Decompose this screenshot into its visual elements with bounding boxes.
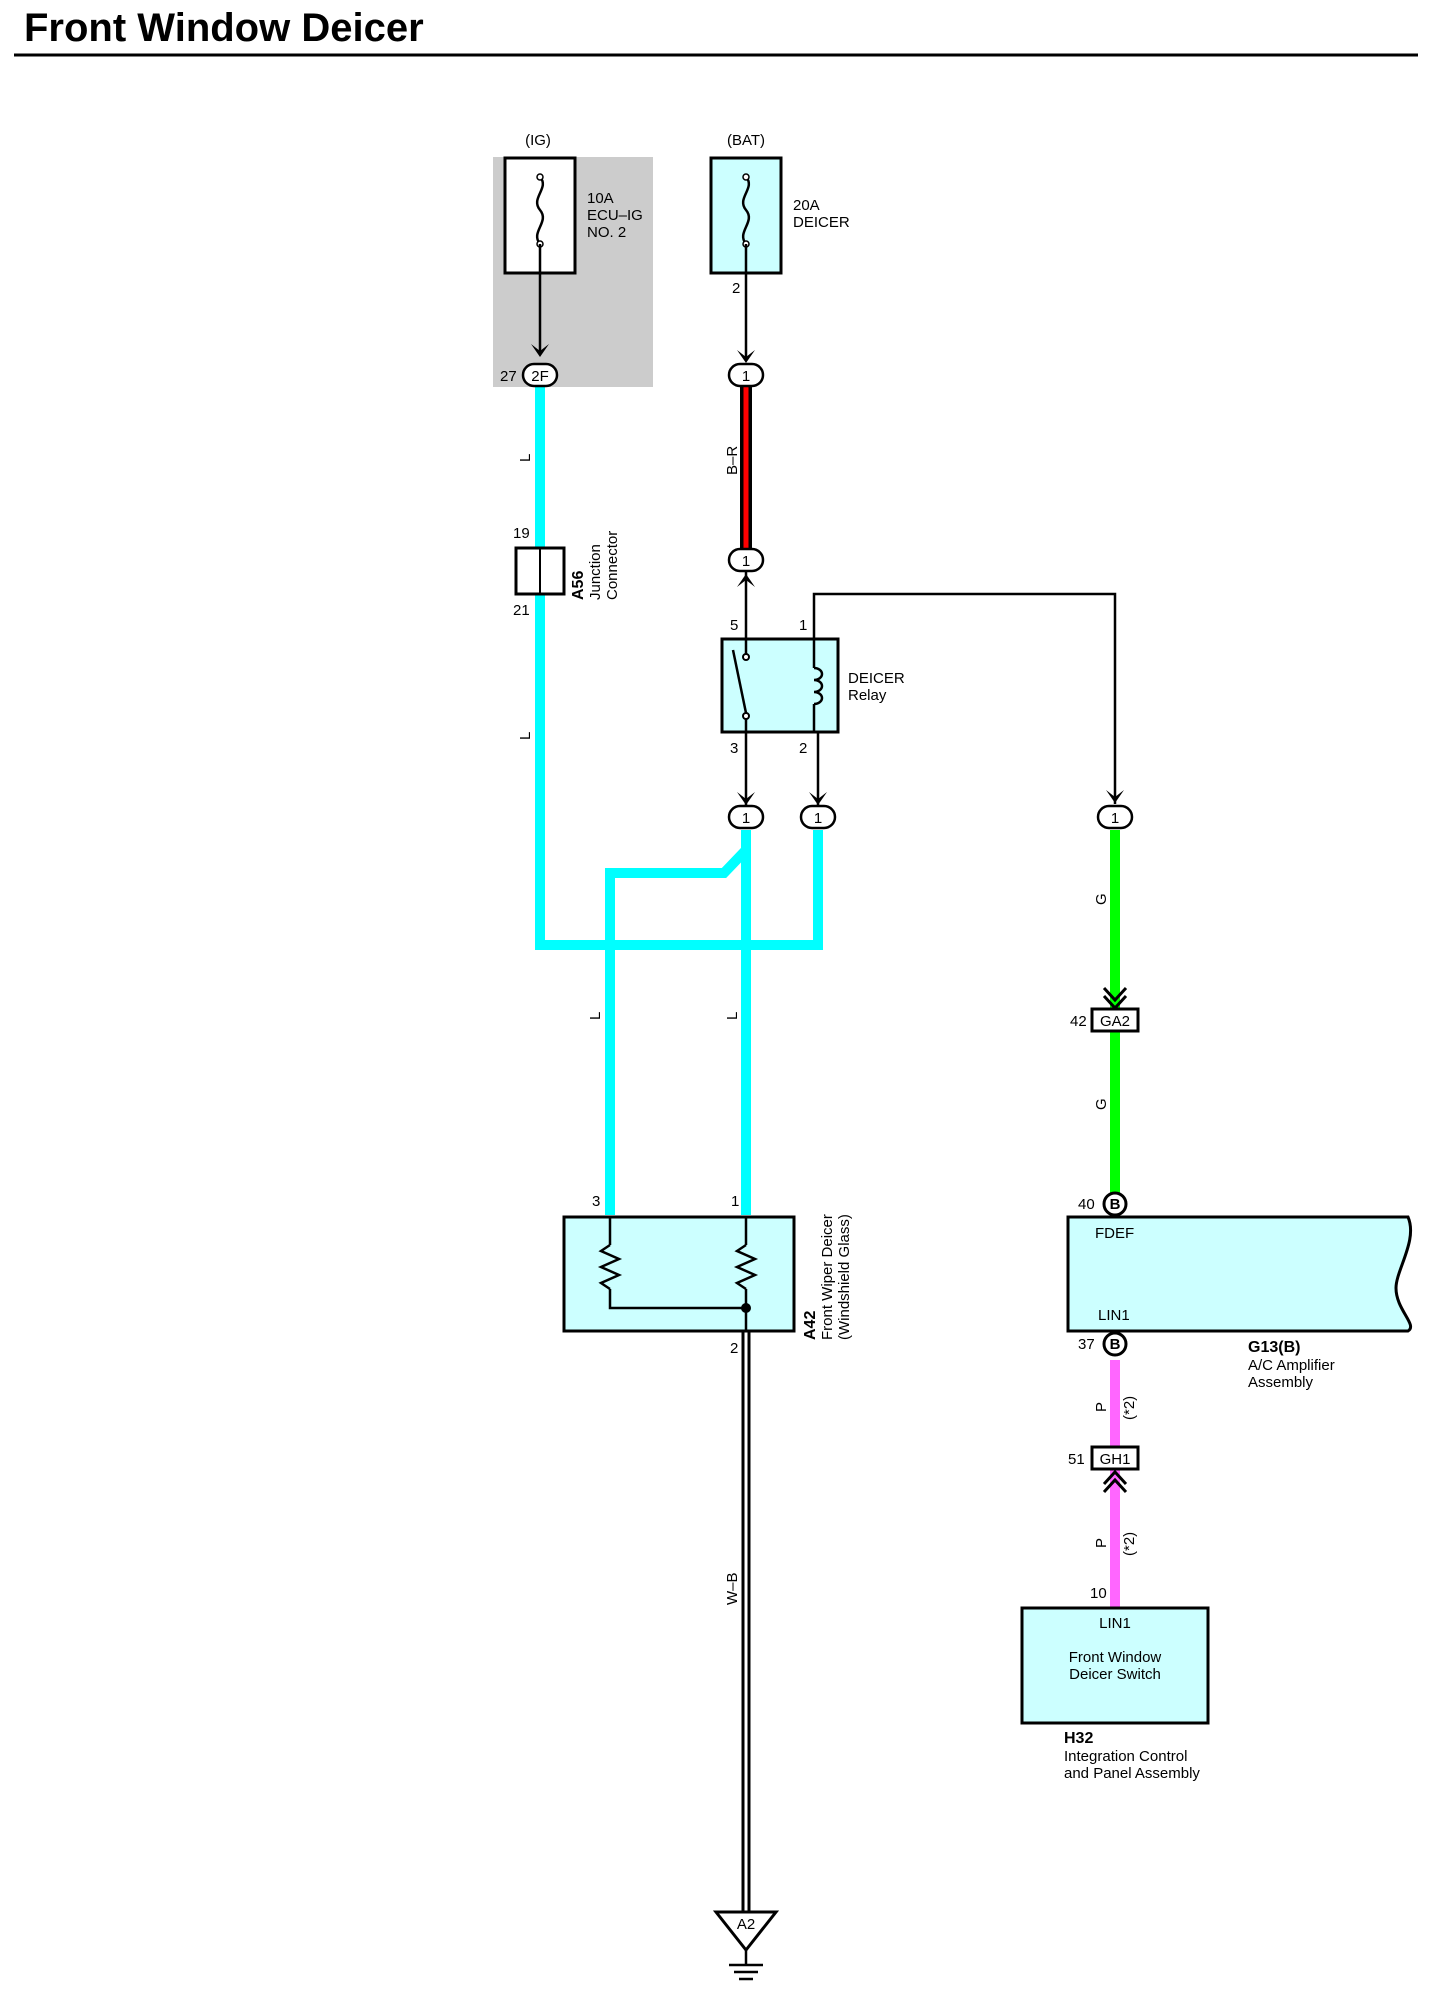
junction-id: A56 xyxy=(570,571,587,600)
connector-relay-pin2-label: 1 xyxy=(814,810,822,827)
amp-terminal-top-label: B xyxy=(1110,1196,1121,1213)
relay-pin2: 2 xyxy=(799,740,807,757)
wire-l-ig-loop xyxy=(535,385,823,950)
wire-label-g-lower: G xyxy=(1093,1098,1110,1110)
fuse-icon xyxy=(741,176,751,245)
ga2-pin: 42 xyxy=(1070,1013,1087,1030)
deicer-name-2: (Windshield Glass) xyxy=(836,1214,853,1340)
amp-id: G13(B) xyxy=(1248,1339,1300,1356)
arrow-icon xyxy=(1106,790,1124,803)
wire-label-g-upper: G xyxy=(1093,893,1110,905)
arrow-icon xyxy=(809,792,827,805)
ig-source-label: (IG) xyxy=(525,132,551,149)
connector-relay-pin3[interactable] xyxy=(727,804,765,830)
connector-ga2-label: GA2 xyxy=(1100,1013,1130,1030)
bat-fuse-terminal: 2 xyxy=(732,280,740,297)
bat-source-label: (BAT) xyxy=(727,132,765,149)
wire-label-ig-lower: L xyxy=(517,732,534,740)
amp-terminal-bottom[interactable] xyxy=(1102,1331,1128,1357)
connector-relay-pin2[interactable] xyxy=(799,804,837,830)
fuse-icon xyxy=(535,176,545,245)
switch-label-2: Deicer Switch xyxy=(1069,1666,1161,1683)
wire-label-br: B–R xyxy=(724,446,741,475)
ac-amplifier[interactable] xyxy=(1066,1215,1413,1333)
l-wires xyxy=(535,385,823,1215)
amp-name-2: Assembly xyxy=(1248,1374,1314,1391)
relay-pin1-wire xyxy=(812,592,1117,804)
amp-signal-bottom: LIN1 xyxy=(1098,1307,1130,1324)
arrow-icon xyxy=(737,574,755,587)
connector-ga2[interactable] xyxy=(1090,1007,1140,1033)
front-wiper-deicer[interactable] xyxy=(562,1215,796,1333)
switch-id: H32 xyxy=(1064,1730,1093,1747)
relay-name-2: Relay xyxy=(848,687,887,704)
relay-name: DEICER xyxy=(848,670,905,687)
junction-name-2: Connector xyxy=(604,531,621,600)
amp-terminal-top[interactable] xyxy=(1102,1191,1128,1217)
connector-2f-label: 2F xyxy=(531,368,549,385)
wire-label-ground: W–B xyxy=(724,1572,741,1605)
connector-2f[interactable] xyxy=(521,362,559,388)
double-arrow-icon xyxy=(1102,1469,1128,1494)
wire-label-mid-drop: L xyxy=(724,1012,741,1020)
amp-signal-top: FDEF xyxy=(1095,1225,1134,1242)
wire-label-p-upper: P xyxy=(1093,1402,1110,1412)
relay-switch-icon xyxy=(731,649,748,714)
ig-fuse-name-2: NO. 2 xyxy=(587,224,626,241)
ground-symbol[interactable] xyxy=(712,1910,780,1953)
relay-pin3: 3 xyxy=(730,740,738,757)
switch-name-2: and Panel Assembly xyxy=(1064,1765,1200,1782)
deicer-id: A42 xyxy=(802,1311,819,1340)
connector-relay-pin3-label: 1 xyxy=(742,810,750,827)
connector-gh1-label: GH1 xyxy=(1100,1451,1131,1468)
switch-signal: LIN1 xyxy=(1099,1615,1131,1632)
connector-gh1[interactable] xyxy=(1090,1445,1140,1471)
ig-fuse-rating: 10A xyxy=(587,190,614,207)
arrow-icon xyxy=(531,344,549,357)
deicer-pin2: 2 xyxy=(730,1340,738,1357)
amp-name: A/C Amplifier xyxy=(1248,1357,1335,1374)
ground-label: A2 xyxy=(737,1916,755,1933)
relay-pin1: 1 xyxy=(799,617,807,634)
resistor-icon xyxy=(733,1243,759,1291)
wire-note-p-upper: (*2) xyxy=(1121,1396,1138,1420)
relay-pin5: 5 xyxy=(730,617,738,634)
bat-fuse-name: DEICER xyxy=(793,214,850,231)
deicer-pin1: 1 xyxy=(731,1193,739,1210)
front-window-deicer-switch[interactable] xyxy=(1020,1606,1210,1725)
junction-pin-bottom: 21 xyxy=(513,602,530,619)
switch-name: Integration Control xyxy=(1064,1748,1187,1765)
bat-fuse-rating: 20A xyxy=(793,197,820,214)
junction-pin-top: 19 xyxy=(513,525,530,542)
wire-label-p-lower: P xyxy=(1093,1538,1110,1548)
resistor-icon xyxy=(597,1243,623,1291)
connector-2f-pin: 27 xyxy=(500,368,517,385)
arrow-icon xyxy=(737,350,755,363)
connector-relay-pin1[interactable] xyxy=(1096,804,1134,830)
gh1-pin: 51 xyxy=(1068,1451,1085,1468)
amp-pin-bottom: 37 xyxy=(1078,1336,1095,1353)
relay-coil-icon xyxy=(813,666,824,706)
wire-note-p-lower: (*2) xyxy=(1121,1532,1138,1556)
deicer-name: Front Wiper Deicer xyxy=(819,1214,836,1340)
deicer-pin3: 3 xyxy=(592,1193,600,1210)
page-title: Front Window Deicer xyxy=(24,6,424,50)
connector-br-bottom-label: 1 xyxy=(742,553,750,570)
splice-dot xyxy=(741,1303,751,1313)
wire-l-left-jog xyxy=(605,846,750,1215)
wire-label-ig-upper: L xyxy=(517,454,534,462)
amp-terminal-bottom-label: B xyxy=(1110,1336,1121,1353)
connector-br-top-label: 1 xyxy=(742,368,750,385)
switch-label: Front Window xyxy=(1069,1649,1162,1666)
connector-br-top[interactable] xyxy=(727,362,765,388)
junction-name: Junction xyxy=(587,544,604,600)
connector-relay-pin1-label: 1 xyxy=(1111,810,1119,827)
ig-fuse-name: ECU–IG xyxy=(587,207,643,224)
amp-pin-top: 40 xyxy=(1078,1196,1095,1213)
arrow-icon xyxy=(737,792,755,805)
wire-label-left-drop: L xyxy=(587,1012,604,1020)
switch-pin: 10 xyxy=(1090,1585,1107,1602)
